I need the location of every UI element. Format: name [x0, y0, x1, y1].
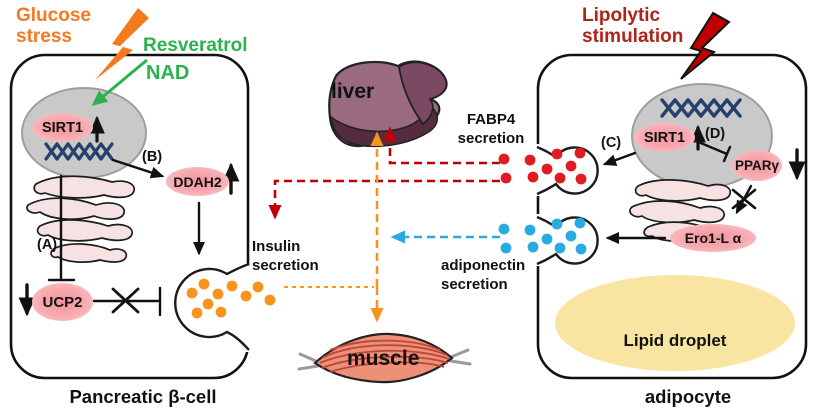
adipocyte-title: adipocyte [644, 386, 732, 407]
pathway-d-tbar [722, 145, 732, 163]
sirt1-node: SIRT1 [32, 113, 93, 142]
insulin-dots [186, 278, 276, 319]
ddah2-node: DDAH2 [166, 167, 229, 196]
blocked-x-icon [111, 287, 140, 314]
pathway-d-line [694, 139, 729, 156]
pathway-d-label: (D) [705, 126, 726, 142]
dna-icon [44, 142, 114, 161]
nad-label: NAD [146, 62, 190, 84]
adiponectin-dots [498, 217, 587, 255]
lipolytic-bolt-icon [680, 11, 731, 80]
insulin-secretion-label: Insulin secretion [252, 238, 319, 274]
muscle-illustration [297, 332, 472, 384]
liver-label: liver [331, 80, 375, 103]
dna-icon [660, 98, 742, 118]
adiponectin-secretion-label: adiponectin secretion [441, 257, 526, 293]
pathway-b-arrow [111, 158, 165, 179]
blocked-x-icon [731, 188, 757, 210]
lipid-droplet [555, 275, 795, 371]
resveratrol-arrow [91, 58, 148, 106]
ucp2-node: UCP2 [32, 283, 93, 321]
pathway-b-label: (B) [142, 149, 163, 165]
pathway-c-arrow [602, 151, 637, 166]
sirt1-node: SIRT1 [634, 123, 695, 152]
fabp4-dots [498, 147, 587, 185]
lipolytic-stimulation-label: Lipolytic stimulation [582, 5, 684, 48]
fabp4-to-liver-arrow [383, 126, 500, 165]
lipid-droplet-label: Lipid droplet [623, 331, 727, 350]
beta-cell-title: Pancreatic β-cell [69, 386, 217, 407]
fabp4-secretion-label: FABP4 secretion [457, 111, 525, 147]
fabp4-to-insulin-arrow [268, 179, 500, 220]
pathway-c-label: (C) [601, 135, 622, 151]
resveratrol-label: Resveratrol [143, 35, 248, 56]
pparg-node: PPARγ [732, 150, 782, 181]
glucose-stress-label: Glucose stress [16, 5, 91, 48]
liver-illustration [328, 60, 448, 148]
muscle-label: muscle [347, 347, 420, 370]
glucose-stress-bolt-icon [95, 8, 149, 80]
pathway-a-label: (A) [37, 237, 58, 253]
ero1-node: Ero1-L α [670, 224, 756, 252]
